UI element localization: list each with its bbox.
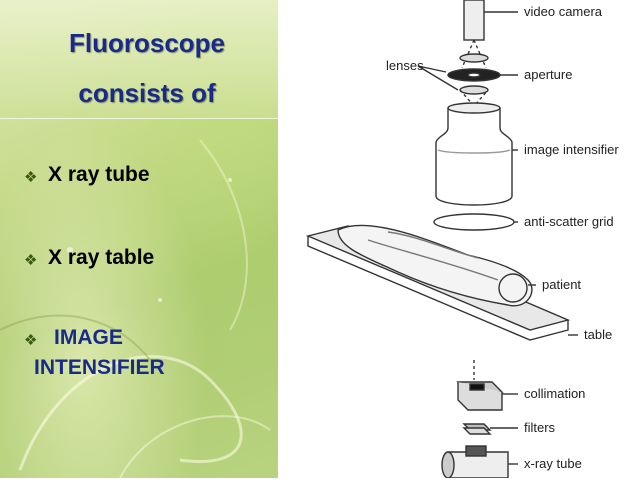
bullet-xray-tube: X ray tube (48, 163, 150, 186)
label-collimation: collimation (524, 386, 586, 401)
decorative-swirls (0, 139, 271, 478)
label-x-ray-tube: x-ray tube (524, 456, 582, 471)
bullet-image-line2: INTENSIFIER (34, 356, 165, 379)
bullet-xray-table: X ray table (48, 246, 155, 269)
fluoroscope-diagram-drawing (305, 0, 578, 479)
lens-top (459, 53, 489, 63)
slide-title-line2: consists of (78, 78, 216, 108)
label-aperture: aperture (524, 67, 573, 82)
title-band (0, 0, 278, 118)
bullet-diamond-icon: ❖ (24, 169, 38, 186)
label-anti-scatter-grid: anti-scatter grid (524, 214, 614, 229)
label-lenses: lenses (386, 58, 424, 73)
bullet-diamond-icon: ❖ (24, 252, 38, 269)
fluoroscope-diagram: video camera lenses aperture image inten… (278, 0, 638, 479)
label-patient: patient (542, 277, 582, 292)
video-camera-body (463, 0, 485, 41)
bullet-diamond-icon: ❖ (24, 332, 38, 349)
bullet-image-line1: IMAGE (54, 326, 123, 349)
label-table: table (584, 327, 613, 342)
slide-text-panel: Fluoroscope consists of ❖ X ray tube ❖ X… (0, 0, 278, 478)
label-video-camera: video camera (524, 4, 603, 19)
label-filters: filters (524, 420, 556, 435)
label-image-intensifier: image intensifier (524, 142, 619, 157)
lens-bottom (459, 85, 489, 95)
slide-title-line1: Fluoroscope (68, 28, 225, 58)
title-divider (0, 118, 278, 119)
